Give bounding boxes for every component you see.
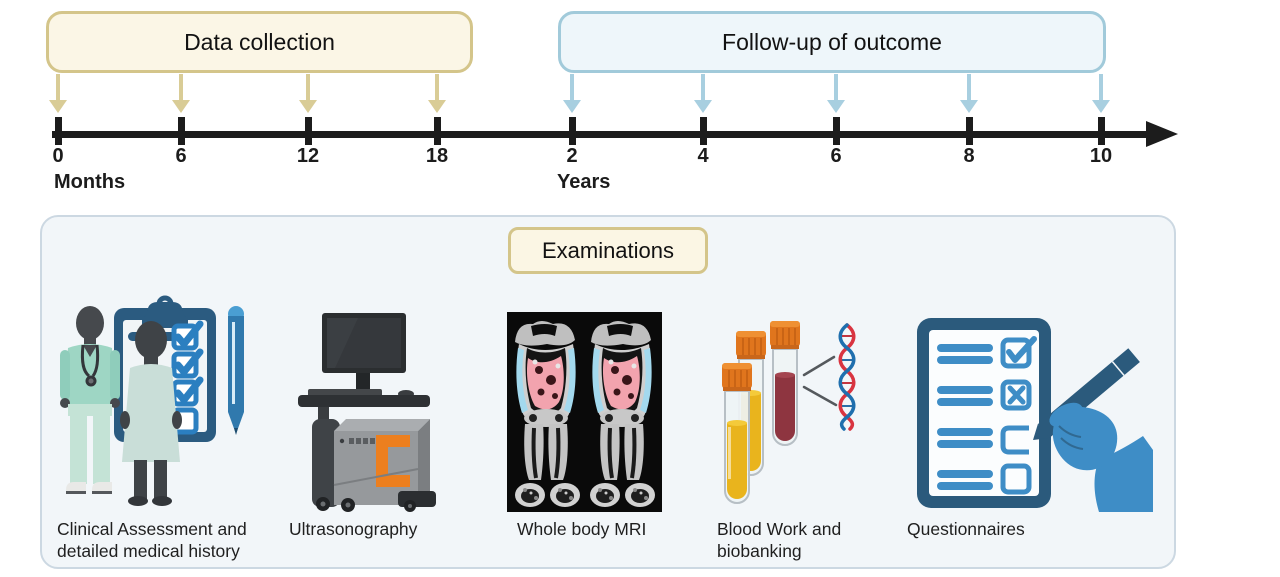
timeline-tick — [832, 117, 840, 145]
down-arrow-icon — [49, 74, 67, 113]
down-arrow-icon — [172, 74, 190, 113]
blood-tube — [770, 321, 800, 446]
patient-figure — [120, 321, 182, 506]
urine-tube — [722, 363, 752, 504]
down-arrow-icon — [299, 74, 317, 113]
clinician-patient-checklist-icon — [52, 292, 257, 515]
down-arrow-icon — [563, 74, 581, 113]
pointer-lines — [802, 355, 838, 407]
exam-caption-mri: Whole body MRI — [517, 519, 647, 539]
axis-unit-label: Years — [557, 171, 611, 193]
blood-tubes-dna-icon — [710, 315, 880, 515]
timeline-tick — [177, 117, 185, 145]
timeline-tick — [54, 117, 62, 145]
down-arrow-icon — [827, 74, 845, 113]
questionnaire-hand-pen-icon — [903, 312, 1153, 517]
ultrasound-machine-icon — [290, 307, 440, 517]
dna-helix — [838, 323, 856, 431]
timeline-axis-arrowhead-icon — [1146, 121, 1178, 147]
timeline-axis-line — [52, 131, 1148, 138]
doctor-figure — [60, 306, 120, 494]
examinations-title: Examinations — [541, 237, 675, 263]
examinations-title-box: Examinations — [508, 227, 708, 274]
exam-caption-questionnaires: Questionnaires — [907, 519, 1025, 539]
timeline-tick — [433, 117, 441, 145]
data-collection-box: Data collection — [46, 11, 473, 73]
pen-icon — [228, 306, 244, 435]
timeline-tick — [304, 117, 312, 145]
tick-label: 4 — [697, 145, 709, 167]
data-collection-label: Data collection — [184, 28, 335, 55]
axis-unit-label: Months — [54, 171, 126, 193]
tick-label: 8 — [963, 145, 975, 167]
follow-up-label: Follow-up of outcome — [722, 28, 942, 55]
timeline-tick — [699, 117, 707, 145]
down-arrow-icon — [960, 74, 978, 113]
timeline-tick — [965, 117, 973, 145]
down-arrow-icon — [1092, 74, 1110, 113]
down-arrow-icon — [694, 74, 712, 113]
tick-label: 0 — [52, 145, 64, 167]
tick-label: 18 — [425, 145, 449, 167]
timeline-tick — [1097, 117, 1105, 145]
tick-label: 2 — [566, 145, 578, 167]
tick-label: 12 — [296, 145, 320, 167]
exam-caption-ultrasound: Ultrasonography — [289, 519, 418, 539]
exam-caption-clinical: Clinical Assessment and detailed medical… — [57, 519, 247, 562]
tick-label: 10 — [1089, 145, 1113, 167]
hand — [1049, 402, 1153, 512]
down-arrow-icon — [428, 74, 446, 113]
tick-label: 6 — [175, 145, 187, 167]
follow-up-box: Follow-up of outcome — [558, 11, 1106, 73]
exam-caption-blood: Blood Work and biobanking — [717, 519, 842, 562]
whole-body-mri-icon — [507, 312, 662, 517]
tick-label: 6 — [830, 145, 842, 167]
timeline-tick — [568, 117, 576, 145]
